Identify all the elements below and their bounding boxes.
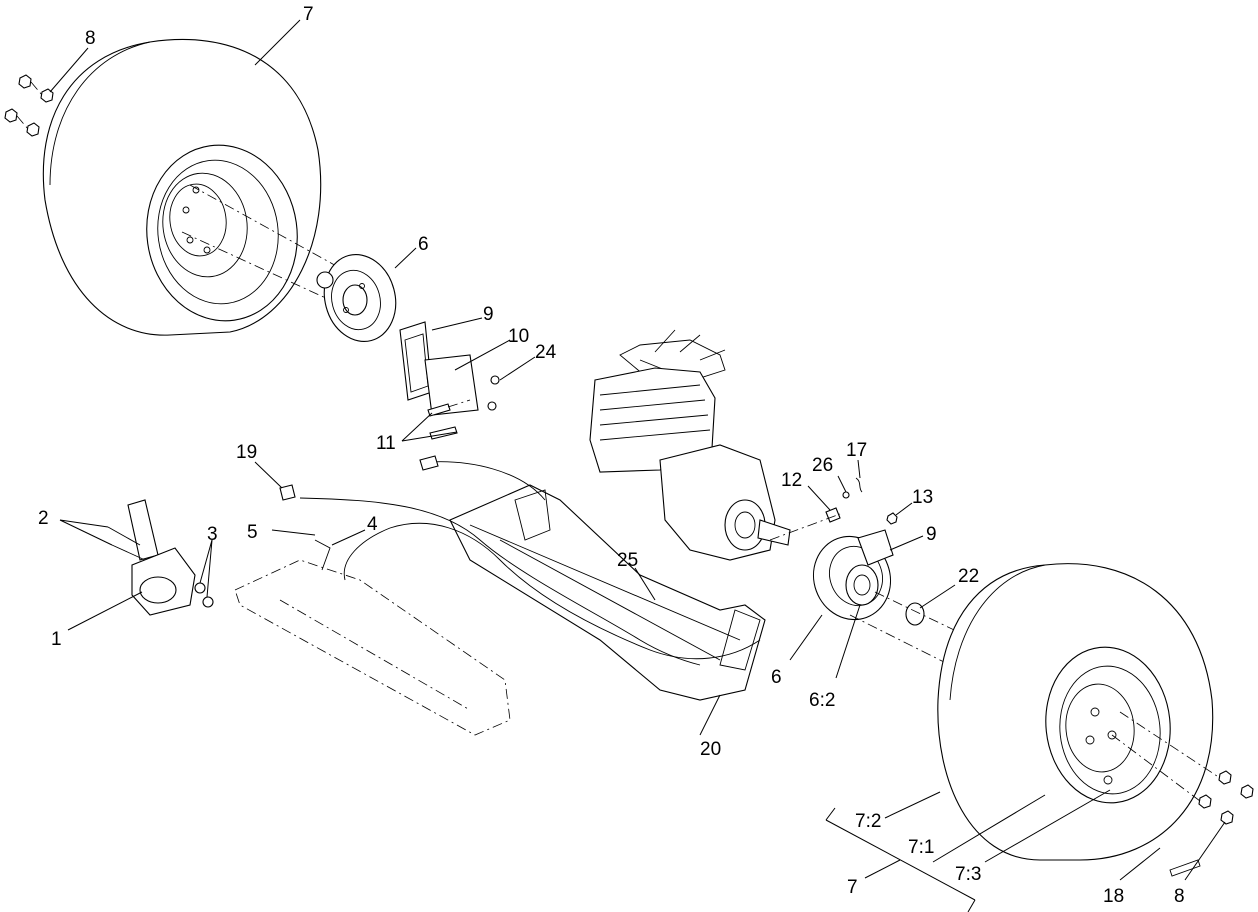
callout-8-top: 8 xyxy=(85,28,96,49)
lug-nuts-bottom xyxy=(1111,711,1254,825)
callout-20: 20 xyxy=(700,739,721,760)
callout-10: 10 xyxy=(508,326,529,347)
wheel-top-left xyxy=(42,38,322,336)
callout-9-right: 9 xyxy=(926,524,937,545)
callout-26: 26 xyxy=(812,455,833,476)
callout-7-2: 7:2 xyxy=(855,811,881,832)
callout-8-bottom: 8 xyxy=(1174,886,1185,907)
callout-7-bottom: 7 xyxy=(847,877,858,898)
frame-assembly xyxy=(234,484,766,736)
callout-1: 1 xyxy=(51,629,62,650)
callout-11: 11 xyxy=(376,433,396,454)
callout-17: 17 xyxy=(846,440,867,461)
callout-22: 22 xyxy=(958,566,979,587)
callout-2: 2 xyxy=(38,508,49,529)
engine-transaxle xyxy=(589,329,791,561)
wheel-bottom-right xyxy=(937,563,1214,877)
callout-24: 24 xyxy=(535,342,557,363)
callout-13: 13 xyxy=(912,487,933,508)
callout-5: 5 xyxy=(247,522,258,543)
brake-bracket xyxy=(399,321,500,440)
control-assembly-left xyxy=(107,499,331,616)
callout-12: 12 xyxy=(781,470,802,491)
callout-6-top: 6 xyxy=(418,234,429,255)
lug-nuts-top xyxy=(4,74,54,137)
callout-4: 4 xyxy=(367,514,378,535)
control-cables xyxy=(279,455,761,666)
callout-9-top: 9 xyxy=(483,304,494,325)
callout-18: 18 xyxy=(1103,886,1124,907)
callout-7-top: 7 xyxy=(303,4,314,25)
callout-labels: 7 8 6 9 10 24 11 19 5 4 2 3 1 25 20 12 2… xyxy=(38,4,1185,907)
callout-25: 25 xyxy=(617,550,638,571)
callout-3: 3 xyxy=(207,524,218,545)
small-fasteners xyxy=(769,477,898,541)
callout-19: 19 xyxy=(236,442,257,463)
hub-right xyxy=(812,529,976,671)
callout-6-bottom: 6 xyxy=(771,667,782,688)
hub-top xyxy=(316,253,397,343)
leader-lines xyxy=(49,19,1226,912)
callout-7-1: 7:1 xyxy=(908,837,934,858)
callout-6-2: 6:2 xyxy=(809,690,835,711)
callout-7-3: 7:3 xyxy=(955,864,981,885)
